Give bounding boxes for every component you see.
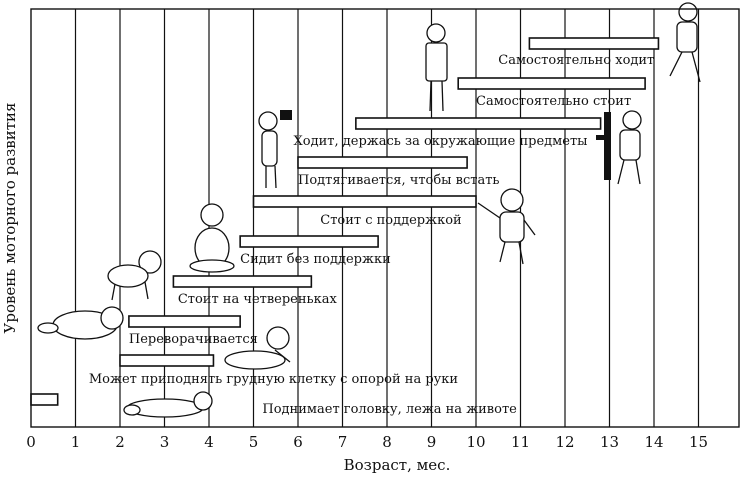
x-axis-title: Возраст, мес. (344, 456, 451, 474)
milestone-bar (297, 156, 468, 169)
milestone-label: Стоит на четвереньках (178, 292, 338, 307)
milestone-label: Поднимает головку, лежа на животе (262, 402, 517, 417)
x-tick-label: 14 (644, 433, 663, 451)
infant-illustrations (37, 2, 701, 418)
baby-standing-supported-icon (477, 188, 536, 265)
milestone-label: Сидит без поддержки (240, 252, 391, 267)
milestone-bar (119, 354, 215, 367)
x-tick-label: 2 (115, 433, 125, 451)
bar-labels: Поднимает головку, лежа на животе Может п… (89, 53, 654, 417)
x-tick-label: 10 (466, 433, 485, 451)
baby-pulling-up-icon (258, 110, 292, 189)
milestone-bar (128, 315, 241, 328)
x-tick-label: 0 (26, 433, 36, 451)
milestone-label: Самостоятельно ходит (498, 53, 654, 68)
milestone-bar (528, 37, 660, 50)
milestone-bar (355, 117, 602, 130)
milestone-label: Может приподнять грудную клетку с опорой… (89, 372, 458, 387)
baby-push-up-icon (224, 326, 291, 370)
milestone-bar (239, 235, 379, 248)
x-tick-label: 4 (204, 433, 214, 451)
milestone-bar (457, 77, 646, 90)
x-tick-label: 8 (382, 433, 392, 451)
x-tick-label: 12 (555, 433, 574, 451)
bars (30, 37, 660, 406)
milestone-bar (252, 195, 477, 208)
plot-frame (30, 8, 740, 428)
milestone-bar (30, 393, 59, 406)
baby-crawling-icon (107, 250, 162, 301)
x-tick-label: 5 (249, 433, 259, 451)
x-tick-label: 15 (689, 433, 708, 451)
x-tick-label: 6 (293, 433, 303, 451)
baby-cruising-icon (596, 110, 642, 185)
y-axis-title: Уровень моторного развития (1, 103, 19, 334)
baby-standing-icon (425, 23, 448, 112)
x-tick-label: 11 (511, 433, 530, 451)
milestone-label: Ходит, держась за окружающие предметы (294, 134, 588, 149)
milestone-bar (172, 275, 313, 288)
baby-rolling-icon (37, 306, 124, 340)
baby-walking-icon (669, 2, 701, 83)
baby-sitting-icon (189, 203, 235, 273)
milestone-label: Переворачивается (129, 332, 258, 347)
milestone-label: Самостоятельно стоит (476, 94, 631, 109)
x-tick-label: 9 (427, 433, 437, 451)
x-tick-label: 1 (71, 433, 81, 451)
milestone-label: Стоит с поддержкой (320, 213, 461, 228)
x-tick-label: 3 (160, 433, 170, 451)
x-tick-label: 13 (600, 433, 619, 451)
x-tick-label: 7 (338, 433, 348, 451)
milestone-label: Подтягивается, чтобы встать (298, 173, 499, 188)
baby-lying-icon (123, 391, 213, 418)
